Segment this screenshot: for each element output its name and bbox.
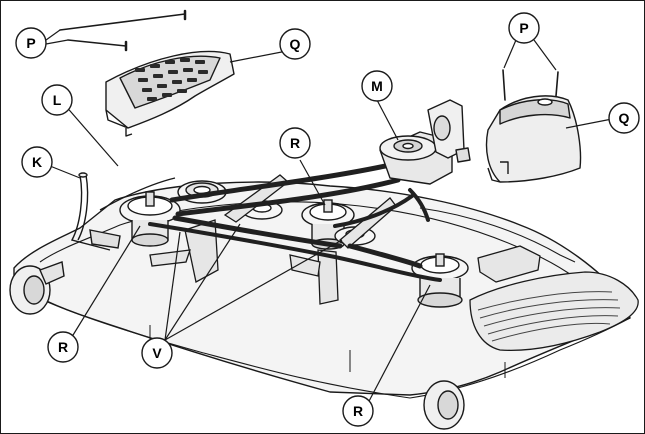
svg-text:K: K	[32, 154, 42, 170]
drive-belt	[148, 162, 442, 282]
callout-k: K	[21, 146, 53, 178]
callout-r-bottom: R	[342, 395, 374, 427]
svg-text:R: R	[353, 403, 363, 419]
callout-p-right: P	[508, 12, 540, 44]
belt-shield-left	[105, 50, 235, 137]
spindle-pulley-right	[411, 253, 469, 308]
svg-text:P: P	[26, 35, 35, 51]
shield-pins-right	[502, 69, 559, 101]
spindle-pulley-left	[119, 191, 181, 247]
callout-p-left: P	[15, 27, 47, 59]
svg-text:R: R	[290, 135, 300, 151]
svg-text:Q: Q	[619, 110, 630, 126]
svg-text:Q: Q	[290, 36, 301, 52]
leader-lines	[45, 29, 613, 406]
discharge-chute	[469, 245, 639, 351]
callout-v: V	[141, 337, 173, 369]
svg-text:V: V	[152, 345, 162, 361]
callout-r-center: R	[279, 127, 311, 159]
gauge-wheels	[9, 261, 465, 430]
shield-pins-left	[59, 9, 187, 52]
callout-q-left: Q	[279, 28, 311, 60]
gearbox	[379, 99, 471, 185]
callout-q-right: Q	[608, 102, 640, 134]
svg-text:M: M	[371, 78, 383, 94]
callout-m: M	[361, 70, 393, 102]
svg-text:L: L	[53, 92, 62, 108]
callout-l: L	[41, 84, 73, 116]
belt-shield-right	[485, 95, 582, 183]
svg-text:R: R	[58, 339, 68, 355]
callout-r-left: R	[47, 331, 79, 363]
shield-vent-grille	[135, 58, 208, 101]
spindle-pulley-center	[301, 199, 355, 250]
idler-arm-rod	[70, 172, 176, 251]
svg-text:P: P	[519, 20, 528, 36]
